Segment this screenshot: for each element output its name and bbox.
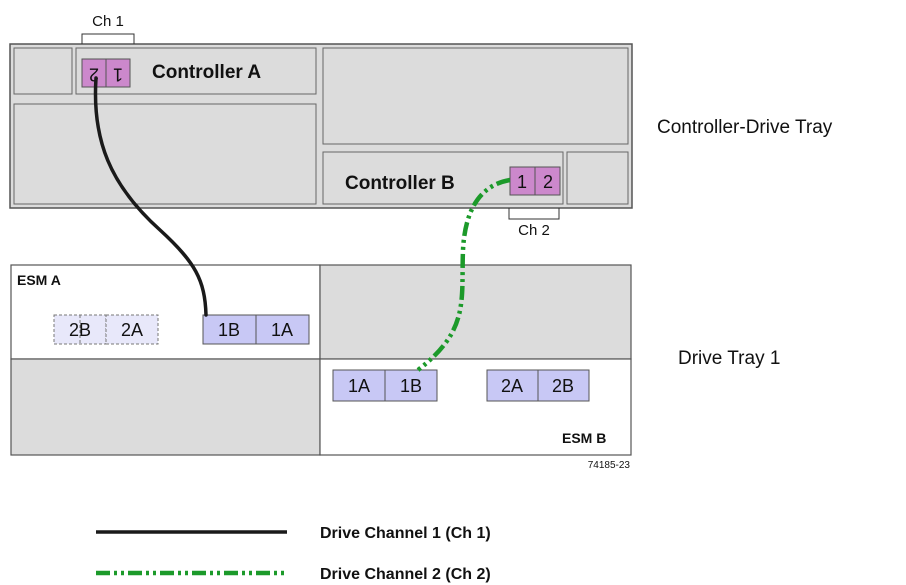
channel-1-cable: [93, 76, 208, 317]
esm-b-port-2b-label: 2B: [552, 376, 574, 396]
ch2-bracket: Ch 2: [508, 208, 560, 239]
esm-a-port-1a-label: 1A: [271, 320, 293, 340]
controller-b-label: Controller B: [345, 173, 455, 194]
legend-ch1-label: Drive Channel 1 (Ch 1): [320, 525, 491, 542]
esm-b-ports-left: 1A 1B: [332, 369, 438, 402]
controller-b-ports: 1 2: [509, 166, 561, 196]
controller-a-label: Controller A: [152, 62, 261, 83]
esm-b-port-1a-label: 1A: [348, 376, 370, 396]
esm-a-port-2b-label: 2B: [69, 320, 91, 340]
esm-a-ports: 1B 1A: [202, 314, 310, 345]
esm-b-port-2a-label: 2A: [501, 376, 523, 396]
legend: Drive Channel 1 (Ch 1) Drive Channel 2 (…: [96, 525, 491, 583]
legend-ch2-label: Drive Channel 2 (Ch 2): [320, 566, 491, 583]
controller-b-port-2-label: 2: [543, 172, 553, 192]
controller-a-ports: 2 1: [81, 58, 131, 88]
controller-drive-tray-label: Controller-Drive Tray: [657, 117, 833, 138]
drive-tray-label: Drive Tray 1: [678, 348, 780, 369]
esm-a-port-2a-label: 2A: [121, 320, 143, 340]
esm-a-dashed-ports: 2B 2A: [53, 314, 159, 345]
controller-a-port-2-label: 2: [89, 64, 99, 84]
esm-a-port-1b-label: 1B: [218, 320, 240, 340]
controller-a-port-1-label: 1: [113, 64, 123, 84]
esm-b-label: ESM B: [562, 430, 606, 446]
esm-b-ports-right: 2A 2B: [486, 369, 590, 402]
ch2-bracket-label: Ch 2: [518, 222, 550, 239]
esm-a-label: ESM A: [17, 272, 61, 288]
ch1-bracket: Ch 1: [81, 13, 135, 44]
figure-id: 74185-23: [588, 460, 631, 471]
controller-b-port-1-label: 1: [517, 172, 527, 192]
channel-2-cable: [416, 177, 511, 372]
drive-tray: [10, 264, 632, 456]
ch1-bracket-label: Ch 1: [92, 13, 124, 30]
esm-b-port-1b-label: 1B: [400, 376, 422, 396]
